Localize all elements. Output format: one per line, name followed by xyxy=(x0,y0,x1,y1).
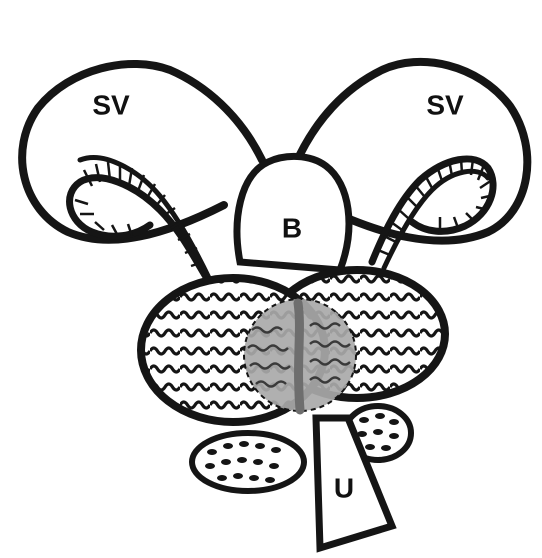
label-bladder: B xyxy=(282,212,302,243)
label-sv-right: SV xyxy=(426,89,464,120)
label-urethra: U xyxy=(334,472,354,503)
label-sv-left: SV xyxy=(92,89,130,120)
lower-left-gland xyxy=(192,433,304,491)
central-line xyxy=(298,303,300,410)
shaded-circular-region xyxy=(244,299,356,411)
